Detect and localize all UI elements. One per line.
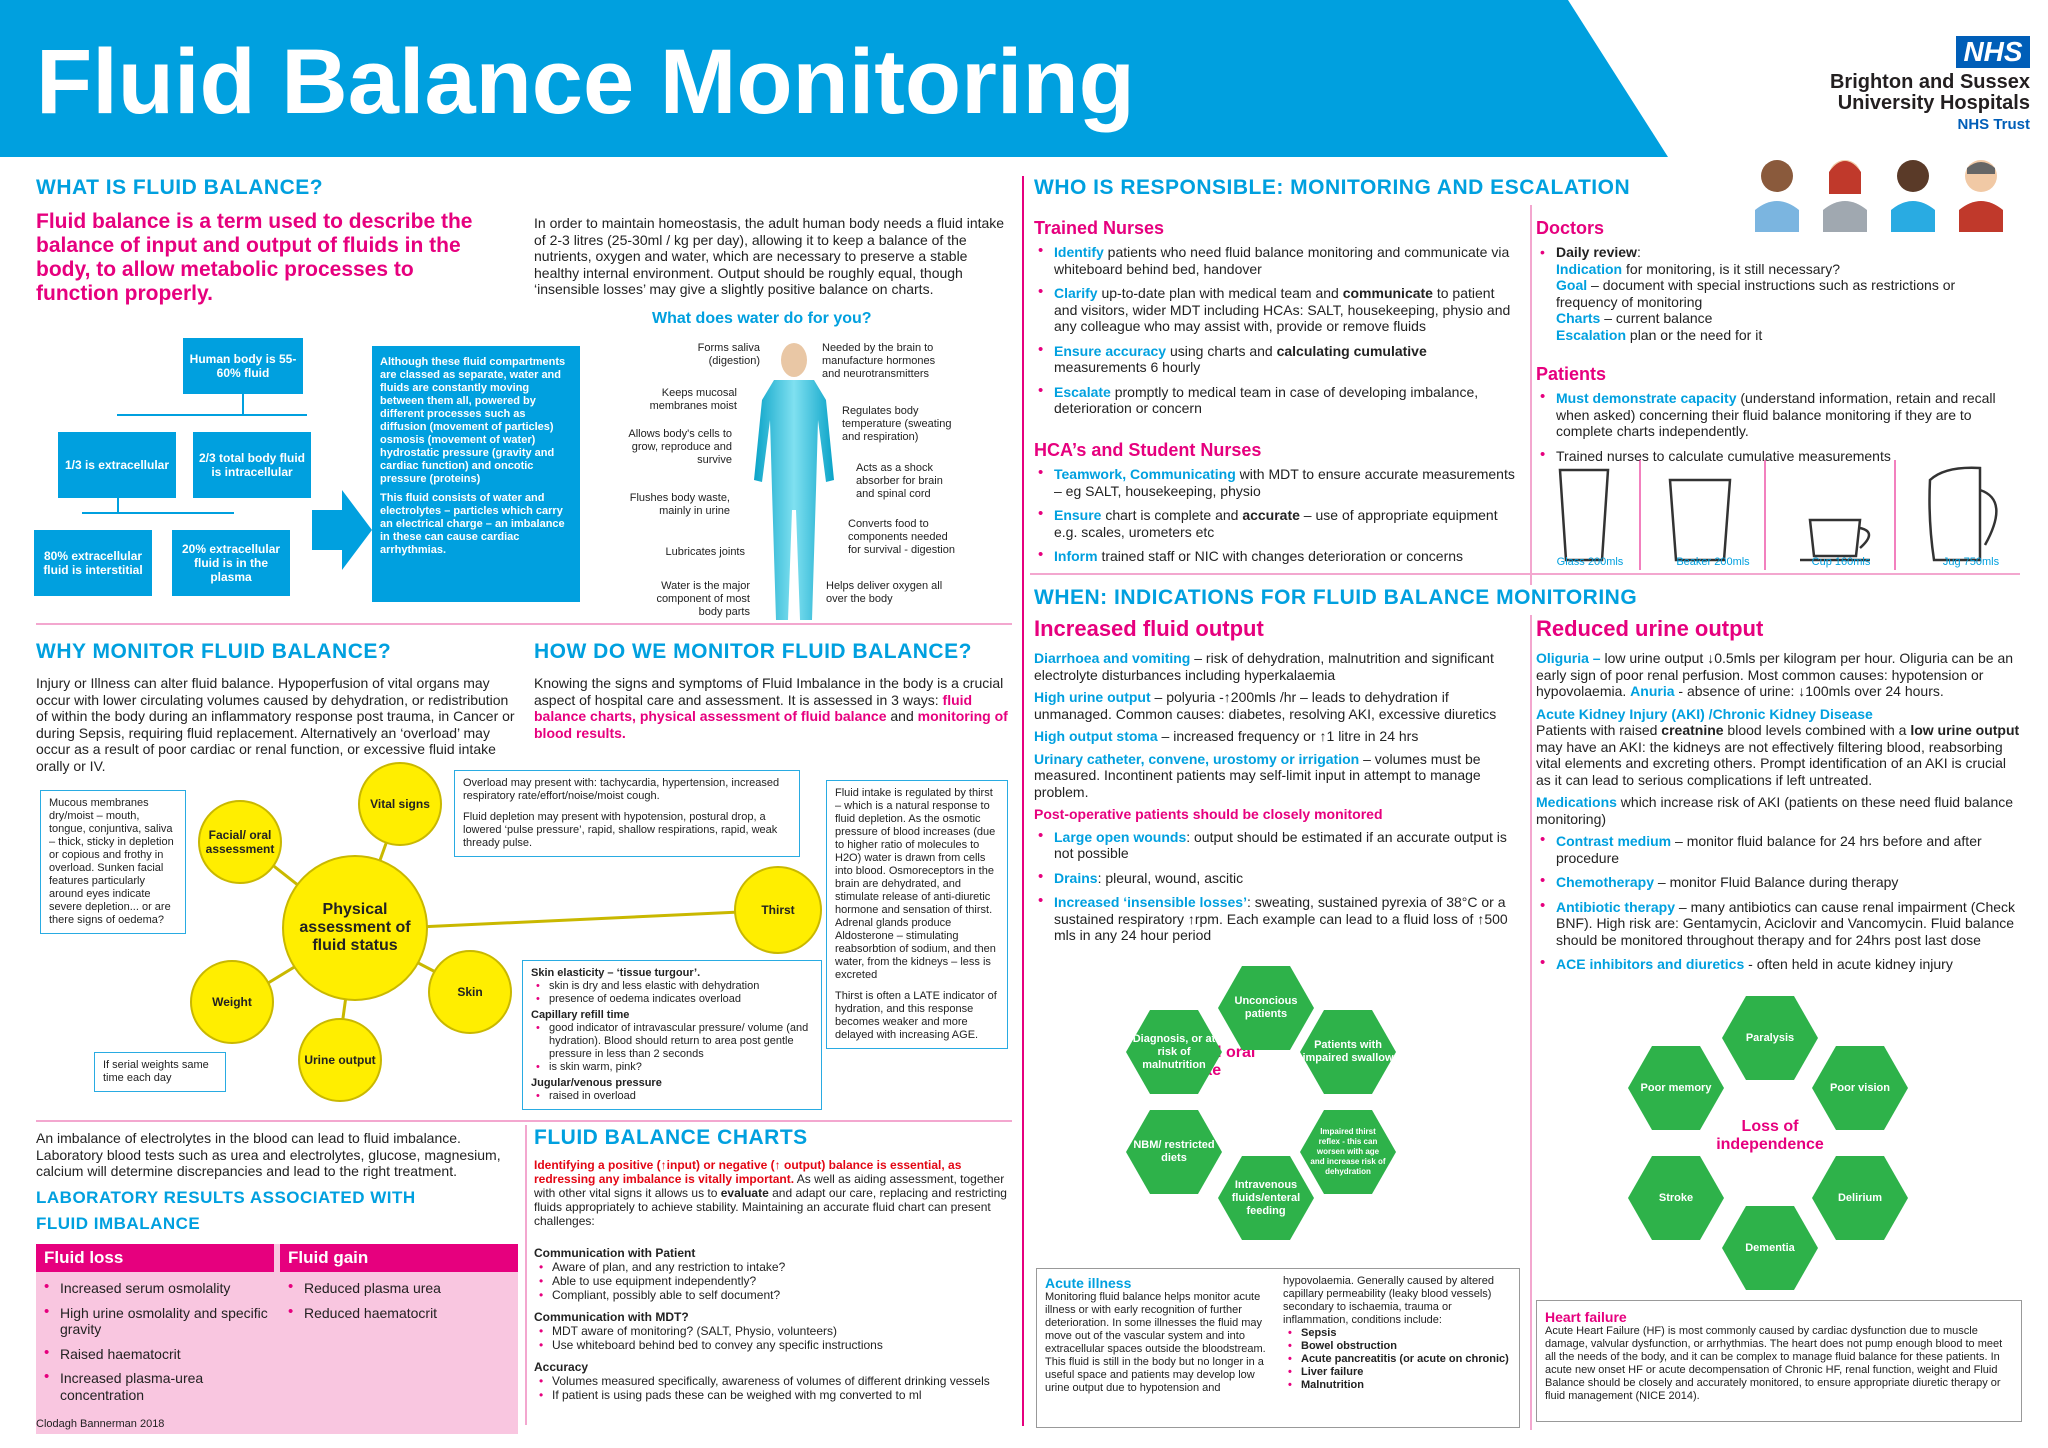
tree-connector bbox=[242, 394, 244, 414]
column-divider bbox=[525, 1125, 527, 1425]
water-label: Water is the major component of most bod… bbox=[656, 580, 750, 618]
hex-poor-memory: Poor memory bbox=[1628, 1046, 1724, 1130]
node-urine-output: Urine output bbox=[298, 1018, 382, 1102]
trained-nurses-heading: Trained Nurses bbox=[1034, 218, 1165, 238]
vessel-label: Jug 750mls bbox=[1942, 556, 2000, 568]
tree-connector bbox=[82, 512, 234, 514]
patients-heading: Patients bbox=[1536, 364, 1607, 384]
vessel-label: Glass 200mls bbox=[1556, 556, 1624, 568]
water-heading: What does water do for you? bbox=[652, 310, 872, 327]
mucous-info: Mucous membranes dry/moist – mouth, tong… bbox=[40, 790, 186, 934]
vital-info: Overload may present with: tachycardia, … bbox=[454, 770, 800, 857]
hex-thirst-reflex: Impaired thirst reflex - this can worsen… bbox=[1300, 1110, 1396, 1194]
hex-delirium: Delirium bbox=[1812, 1156, 1908, 1240]
water-label: Converts food to components needed for s… bbox=[848, 518, 955, 556]
node-thirst: Thirst bbox=[734, 866, 822, 954]
node-weight: Weight bbox=[190, 960, 274, 1044]
why-text: Injury or Illness can alter fluid balanc… bbox=[36, 675, 515, 774]
what-intro: In order to maintain homeostasis, the ad… bbox=[534, 215, 1005, 297]
what-heading: WHAT IS FLUID BALANCE? bbox=[36, 176, 324, 199]
skin-info: Skin elasticity – ‘tissue turgour’. skin… bbox=[522, 960, 822, 1110]
water-label: Lubricates joints bbox=[665, 546, 746, 558]
assessment-center: Physical assessment of fluid status bbox=[282, 855, 428, 1001]
reduced-output-heading: Reduced urine output bbox=[1536, 616, 1764, 641]
weights-info: If serial weights same time each day bbox=[94, 1052, 226, 1092]
nhs-logo: NHS bbox=[1956, 36, 2030, 68]
trained-nurses-list: Identify patients who need fluid balance… bbox=[1034, 243, 1520, 425]
water-label: Flushes body waste, mainly in urine bbox=[629, 492, 730, 517]
tree-connector bbox=[117, 498, 119, 512]
water-label: Acts as a shock absorber for brain and s… bbox=[856, 462, 943, 500]
vessel-label: Cup 160mls bbox=[1811, 556, 1871, 568]
section-divider bbox=[1030, 573, 2020, 575]
how-heading: HOW DO WE MONITOR FLUID BALANCE? bbox=[534, 640, 972, 663]
tree-plasma: 20% extracellular fluid is in the plasma bbox=[172, 530, 290, 596]
what-lead: Fluid balance is a term used to describe… bbox=[36, 210, 473, 305]
column-divider bbox=[1530, 205, 1532, 585]
credit: Clodagh Bannerman 2018 bbox=[36, 1418, 165, 1430]
fluid-gain-header: Fluid gain bbox=[280, 1244, 518, 1272]
lab-table: Fluid loss Fluid gain Increased serum os… bbox=[36, 1244, 518, 1434]
doctors-list: •Daily review: Indication for monitoring… bbox=[1540, 244, 1956, 343]
increased-output-heading: Increased fluid output bbox=[1034, 616, 1264, 641]
who-heading: WHO IS RESPONSIBLE: MONITORING AND ESCAL… bbox=[1034, 176, 1631, 199]
node-vital-signs: Vital signs bbox=[358, 762, 442, 846]
hca-heading: HCA’s and Student Nurses bbox=[1034, 440, 1262, 460]
column-divider bbox=[1530, 615, 1532, 1430]
people-icons bbox=[1745, 154, 2015, 232]
section-divider bbox=[36, 623, 1012, 625]
vessel-label: Beaker 200mls bbox=[1676, 556, 1750, 568]
hex-iv-fluids: Intravenous fluids/enteral feeding bbox=[1218, 1156, 1314, 1240]
hex-dementia: Dementia bbox=[1722, 1206, 1818, 1290]
hca-list: Teamwork, Communicating with MDT to ensu… bbox=[1034, 465, 1520, 573]
human-body-figure bbox=[746, 340, 842, 630]
node-skin: Skin bbox=[428, 950, 512, 1034]
water-label: Regulates body temperature (sweating and… bbox=[842, 405, 952, 443]
why-heading: WHY MONITOR FLUID BALANCE? bbox=[36, 640, 392, 663]
fluid-loss-header: Fluid loss bbox=[36, 1244, 274, 1272]
tree-connector bbox=[117, 414, 307, 416]
hex-unconscious: Unconcious patients bbox=[1218, 966, 1314, 1050]
tree-root: Human body is 55-60% fluid bbox=[183, 338, 303, 394]
heart-failure-box: Heart failure Acute Heart Failure (HF) i… bbox=[1536, 1300, 2022, 1422]
hex-malnutrition: Diagnosis, or at risk of malnutrition bbox=[1126, 1010, 1222, 1094]
hex-nbm: NBM/ restricted diets bbox=[1126, 1110, 1222, 1194]
when-heading: WHEN: INDICATIONS FOR FLUID BALANCE MONI… bbox=[1034, 586, 1638, 609]
section-divider bbox=[36, 1120, 1012, 1122]
tree-interstitial: 80% extracellular fluid is interstitial bbox=[34, 530, 152, 596]
hex-swallow: Patients with impaired swallow bbox=[1300, 1010, 1396, 1094]
thirst-info: Fluid intake is regulated by thirst – wh… bbox=[826, 780, 1008, 1049]
loss-independence-label: Loss of independence bbox=[1716, 1118, 1824, 1153]
acute-illness-box: Acute illness Monitoring fluid balance h… bbox=[1036, 1268, 1520, 1428]
charts-heading: FLUID BALANCE CHARTS bbox=[534, 1126, 808, 1149]
patients-list: Must demonstrate capacity (understand in… bbox=[1536, 389, 2016, 472]
hex-stroke: Stroke bbox=[1628, 1156, 1724, 1240]
lab-intro: An imbalance of electrolytes in the bloo… bbox=[36, 1130, 501, 1179]
fluid-gain-list: Reduced plasma ureaReduced haematocrit bbox=[280, 1279, 518, 1411]
doctors-heading: Doctors bbox=[1536, 218, 1605, 238]
water-label: Helps deliver oxygen all over the body bbox=[826, 580, 943, 605]
tree-extracellular: 1/3 is extracellular bbox=[58, 432, 176, 498]
node-facial: Facial/ oral assessment bbox=[198, 800, 282, 884]
water-label: Allows body's cells to grow, reproduce a… bbox=[628, 428, 732, 466]
water-label: Needed by the brain to manufacture hormo… bbox=[822, 342, 936, 380]
charts-challenges: Communication with Patient Aware of plan… bbox=[534, 1246, 1014, 1402]
hex-paralysis: Paralysis bbox=[1722, 996, 1818, 1080]
increased-output-text: Diarrhoea and vomiting – risk of dehydra… bbox=[1034, 650, 1520, 952]
vessel-icons bbox=[1540, 460, 2020, 570]
tree-intracellular: 2/3 total body fluid is intracellular bbox=[193, 432, 311, 498]
hex-poor-vision: Poor vision bbox=[1812, 1046, 1908, 1130]
reduced-output-text: Oliguria – low urine output ↓0.5mls per … bbox=[1536, 650, 2022, 981]
fluid-info-box: Although these fluid compartments are cl… bbox=[372, 346, 580, 602]
fluid-loss-list: Increased serum osmolalityHigh urine osm… bbox=[36, 1279, 280, 1411]
page-title: Fluid Balance Monitoring bbox=[36, 31, 1135, 133]
water-label: Keeps mucosal membranes moist bbox=[649, 387, 737, 412]
how-text: Knowing the signs and symptoms of Fluid … bbox=[534, 675, 1008, 741]
charts-text: Identifying a positive (↑input) or negat… bbox=[534, 1158, 1007, 1228]
water-label: Forms saliva (digestion) bbox=[697, 342, 760, 367]
column-divider bbox=[1022, 176, 1024, 1426]
